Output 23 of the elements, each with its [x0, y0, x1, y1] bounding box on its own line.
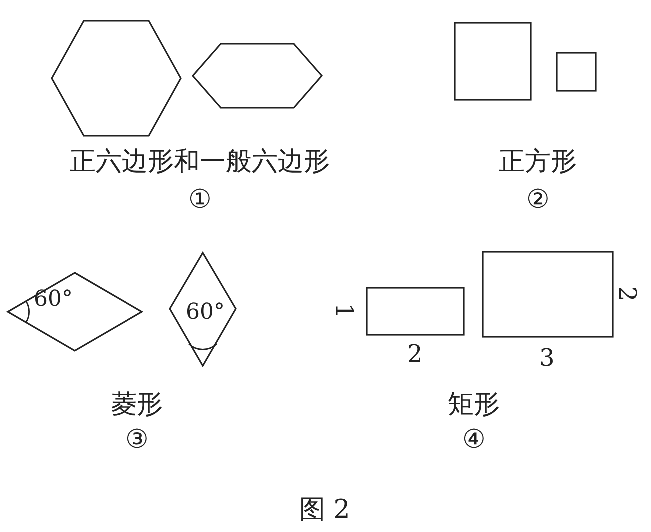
side-length-label: 2	[408, 342, 423, 366]
hexagon-shape	[193, 44, 322, 108]
circled-number: ①	[188, 187, 212, 213]
circled-number: ③	[126, 427, 148, 453]
square-shape	[557, 53, 596, 91]
angle-label: 60°	[34, 289, 73, 311]
circled-number: ④	[462, 427, 486, 453]
rectangle-shape	[367, 288, 464, 335]
shape-caption: 正方形	[499, 149, 577, 175]
square-shape	[455, 23, 531, 100]
rectangle-shape	[483, 252, 613, 337]
shape-caption: 矩形	[448, 392, 500, 418]
side-length-label: 2	[615, 286, 640, 302]
rhombus-shape	[170, 253, 236, 366]
shape-caption: 菱形	[111, 392, 163, 418]
angle-label: 60°	[186, 302, 225, 324]
figure-caption: 图 2	[300, 497, 350, 523]
circled-number: ②	[526, 187, 550, 213]
side-length-label: 3	[540, 346, 555, 370]
rhombus-shape	[8, 273, 142, 351]
shape-caption: 正六边形和一般六边形	[70, 149, 330, 175]
hexagon-shape	[52, 21, 181, 136]
side-length-label: 1	[332, 303, 356, 319]
